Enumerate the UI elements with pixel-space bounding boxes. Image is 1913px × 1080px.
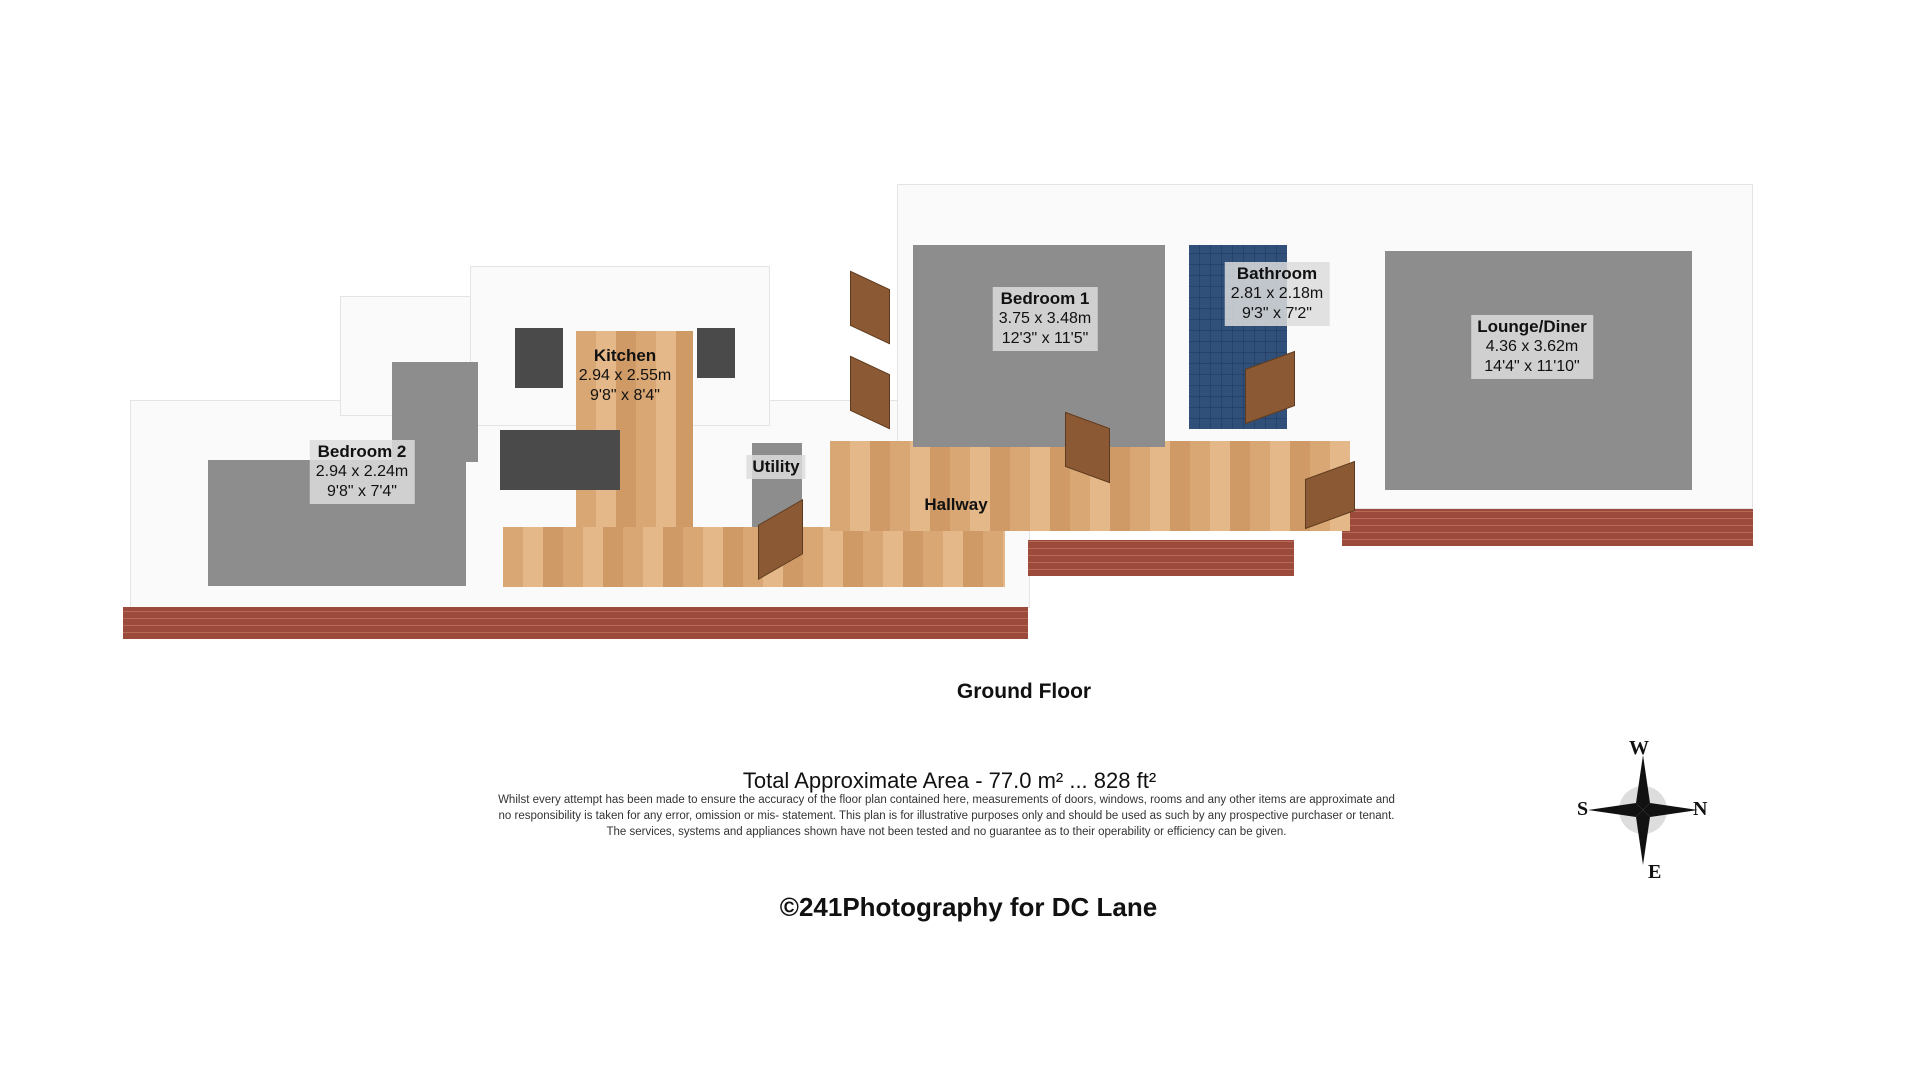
kitchen-counter-right	[697, 328, 735, 378]
room-label-bedroom-2: Bedroom 2 2.94 x 2.24m 9'8" x 7'4"	[309, 440, 415, 504]
floor-title: Ground Floor	[956, 680, 1092, 703]
room-imperial: 14'4" x 11'10"	[1484, 358, 1580, 375]
room-metric: 2.94 x 2.24m	[315, 463, 409, 480]
door	[850, 270, 890, 345]
room-name: Kitchen	[593, 346, 657, 365]
room-label-lounge-diner: Lounge/Diner 4.36 x 3.62m 14'4" x 11'10"	[1471, 315, 1593, 379]
brick-wall-left	[123, 607, 1028, 639]
room-label-hallway: Hallway	[918, 493, 993, 517]
room-label-bedroom-1: Bedroom 1 3.75 x 3.48m 12'3" x 11'5"	[992, 287, 1098, 351]
room-metric: 3.75 x 3.48m	[998, 310, 1092, 327]
room-label-bathroom: Bathroom 2.81 x 2.18m 9'3" x 7'2"	[1224, 262, 1330, 326]
kitchen-counter-left	[515, 328, 563, 388]
room-name: Utility	[752, 457, 800, 476]
copyright: ©241Photography for DC Lane	[779, 892, 1158, 922]
kitchen-floor	[576, 331, 693, 527]
room-label-kitchen: Kitchen 2.94 x 2.55m 9'8" x 8'4"	[573, 344, 678, 408]
compass-w: W	[1629, 737, 1649, 759]
compass-s: S	[1577, 798, 1589, 820]
room-imperial: 9'8" x 7'4"	[327, 483, 397, 500]
total-area: Total Approximate Area - 77.0 m² ... 828…	[742, 768, 1157, 793]
room-name: Bedroom 1	[1000, 289, 1090, 308]
room-imperial: 12'3" x 11'5"	[1001, 330, 1089, 347]
disclaimer-line: Whilst every attempt has been made to en…	[498, 794, 1395, 806]
disclaimer-line: no responsibility is taken for any error…	[498, 810, 1395, 822]
brick-wall-middle	[1028, 540, 1294, 576]
room-imperial: 9'3" x 7'2"	[1242, 305, 1312, 322]
hallway-floor	[503, 527, 1005, 587]
room-name: Bathroom	[1236, 264, 1318, 283]
kitchen-counter-bottom	[500, 430, 620, 490]
compass: W S N E	[1573, 735, 1713, 885]
room-name: Bedroom 2	[317, 442, 407, 461]
room-metric: 4.36 x 3.62m	[1485, 338, 1579, 355]
room-imperial: 9'8" x 8'4"	[590, 387, 660, 404]
disclaimer-line: The services, systems and appliances sho…	[606, 826, 1287, 838]
room-name: Hallway	[924, 495, 988, 514]
room-metric: 2.94 x 2.55m	[578, 367, 672, 384]
room-label-utility: Utility	[746, 455, 806, 479]
compass-e: E	[1648, 861, 1662, 883]
room-metric: 2.81 x 2.18m	[1230, 285, 1324, 302]
disclaimer: Whilst every attempt has been made to en…	[0, 792, 1903, 840]
brick-wall-right	[1342, 509, 1753, 546]
compass-n: N	[1693, 798, 1708, 820]
compass-rose-icon	[1588, 755, 1698, 865]
room-name: Lounge/Diner	[1477, 317, 1587, 336]
